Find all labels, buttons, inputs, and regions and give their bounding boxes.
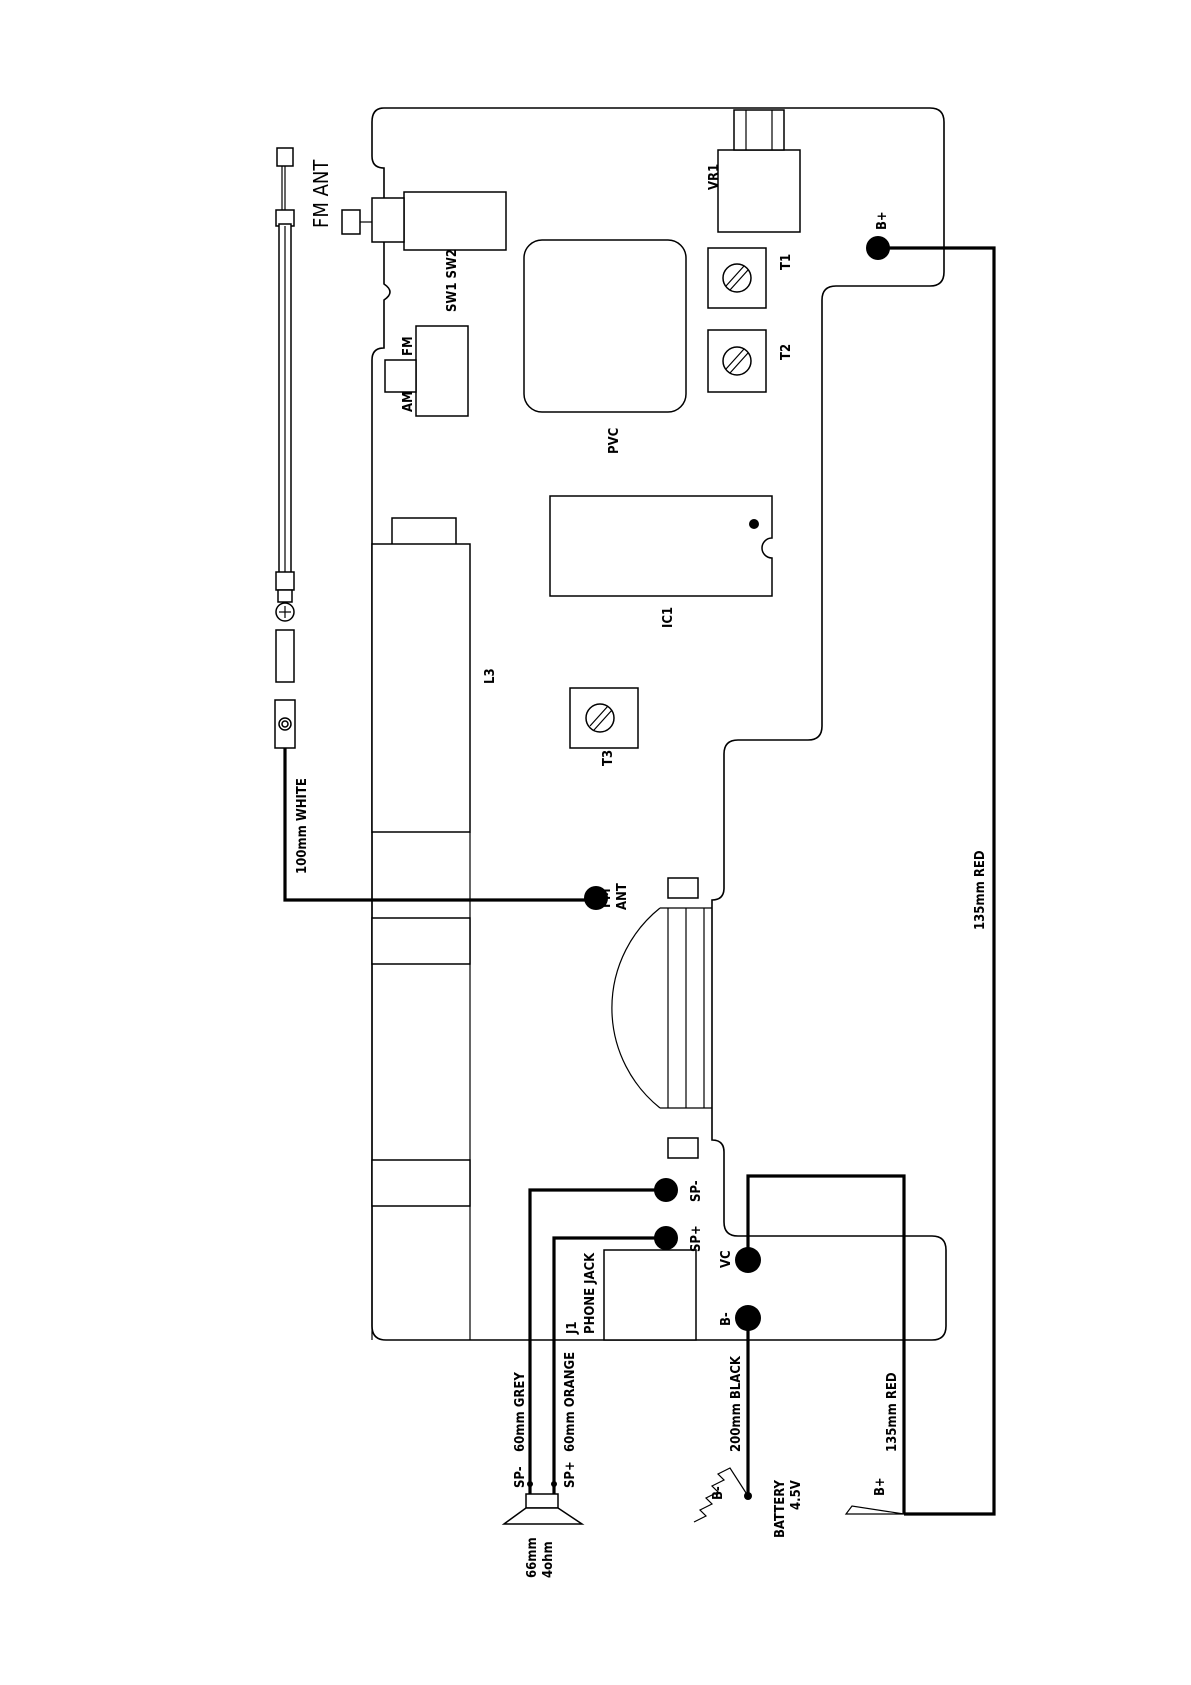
vr1-label: VR1 bbox=[707, 164, 722, 190]
red-wire-top-label: 135mm RED bbox=[973, 850, 988, 930]
fm-ant-pad-label-2: ANT bbox=[615, 883, 630, 910]
am-fm-switch bbox=[385, 326, 468, 416]
battery-minus-label: B- bbox=[711, 1486, 726, 1500]
vr1-potentiometer bbox=[718, 110, 800, 232]
t3-label: T3 bbox=[601, 750, 616, 766]
battery-plus-terminal-icon bbox=[846, 1506, 904, 1514]
t1-label: T1 bbox=[779, 254, 794, 270]
pvc-label: PVC bbox=[607, 428, 622, 454]
fm-label: FM bbox=[401, 336, 416, 356]
t3-coil bbox=[570, 688, 638, 748]
t2-coil bbox=[708, 330, 766, 392]
l3-ferrite-coil bbox=[372, 518, 470, 1340]
black-wire-label: 200mm BLACK bbox=[729, 1355, 744, 1452]
grey-wire bbox=[530, 1190, 666, 1494]
j1-phone-jack bbox=[604, 1250, 696, 1340]
phone-jack-label: PHONE JACK bbox=[583, 1252, 598, 1334]
tuning-dial bbox=[612, 878, 712, 1158]
battery-voltage-label: 4.5V bbox=[789, 1480, 804, 1510]
j1-label: J1 bbox=[565, 1322, 580, 1336]
orange-wire-label: 60mm ORANGE bbox=[563, 1352, 578, 1452]
speaker-size-label: 66mm bbox=[525, 1537, 540, 1578]
speaker-sp-minus-label: SP- bbox=[513, 1466, 528, 1488]
battery-label: BATTERY bbox=[773, 1480, 788, 1538]
battery-plus-label: B+ bbox=[873, 1477, 888, 1496]
sp-minus-pad-label: SP- bbox=[689, 1180, 704, 1202]
b-minus-pad-label: B- bbox=[719, 1312, 734, 1326]
ic1-chip bbox=[550, 496, 772, 596]
grey-wire-label: 60mm GREY bbox=[513, 1372, 528, 1452]
red-wire-vc-loop bbox=[748, 1176, 904, 1514]
b-plus-pad-label: B+ bbox=[875, 211, 890, 230]
speaker-ohm-label: 4ohm bbox=[541, 1541, 556, 1578]
speaker-sp-plus-label: SP+ bbox=[563, 1461, 578, 1488]
am-label: AM bbox=[401, 391, 416, 412]
vc-pad-label: VC bbox=[719, 1250, 734, 1268]
fm-ant-label: FM ANT bbox=[309, 159, 333, 228]
ic1-label: IC1 bbox=[661, 607, 676, 628]
red-wire-bottom-label: 135mm RED bbox=[885, 1372, 900, 1452]
pvc-capacitor bbox=[524, 240, 686, 412]
l3-label: L3 bbox=[483, 668, 498, 684]
t1-coil bbox=[708, 248, 766, 308]
sw-label: SW1 SW2 bbox=[445, 249, 460, 312]
sw1-sw2-switch bbox=[342, 192, 506, 250]
fm-antenna bbox=[275, 148, 295, 748]
sp-plus-pad-label: SP+ bbox=[689, 1225, 704, 1252]
t2-label: T2 bbox=[779, 344, 794, 360]
fm-ant-pad-label-1: FM bbox=[599, 888, 614, 908]
white-wire-label: 100mm WHITE bbox=[295, 778, 310, 874]
